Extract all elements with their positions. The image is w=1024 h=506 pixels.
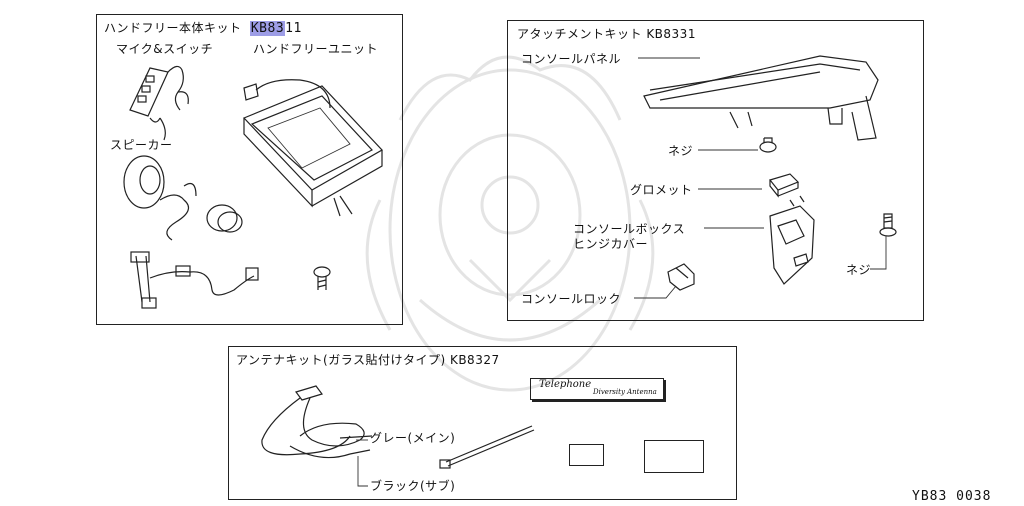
antenna-kit-title: アンテナキット(ガラス貼付けタイプ) KB8327 (236, 353, 500, 367)
attachment-leader-lines (634, 57, 887, 299)
label-screw-right: ネジ (846, 263, 872, 277)
mic-switch-drawing (129, 65, 189, 141)
antenna-film-small (569, 444, 604, 466)
handsfree-unit-drawing (242, 79, 383, 217)
handsfree-kit-title: ハンドフリー本体キット KB8311 (104, 21, 302, 36)
attachment-kit-panel (507, 20, 924, 321)
screw-small-drawing (313, 266, 331, 290)
antenna-kit-panel (228, 346, 737, 500)
label-hinge-cover-line2: ヒンジカバー (573, 237, 649, 251)
console-lock-drawing (667, 263, 695, 291)
grommet-small-drawing (206, 204, 243, 233)
console-panel-drawing (643, 55, 879, 141)
label-gray-main: グレー(メイン) (370, 431, 456, 445)
grommet-drawing (768, 173, 800, 198)
label-console-panel: コンソールパネル (521, 52, 622, 66)
label-grommet: グロメット (630, 183, 693, 197)
label-handsfree-unit: ハンドフリーユニット (253, 42, 379, 56)
handsfree-kit-code-rest: 11 (285, 21, 302, 36)
label-hinge-cover-line1: コンソールボックス (573, 222, 686, 236)
handsfree-kit-title-text: ハンドフリー本体キット (104, 21, 242, 35)
label-console-lock: コンソールロック (521, 292, 622, 306)
handsfree-kit-panel (96, 14, 403, 325)
wire-harness-drawing (130, 251, 259, 309)
handsfree-kit-code-highlight: KB83 (249, 21, 286, 36)
antenna-cable-drawing (261, 385, 373, 459)
cable-tie-drawing (439, 425, 535, 469)
figure-id: YB83 0038 (912, 489, 992, 504)
screw-drawing (759, 137, 777, 153)
decal-line2: Diversity Antenna (593, 388, 657, 396)
label-speaker: スピーカー (110, 138, 173, 152)
decal-line1: Telephone (539, 379, 592, 390)
speaker-drawing (123, 155, 197, 241)
screw-right-drawing (879, 213, 897, 237)
hinge-cover-drawing (769, 195, 815, 285)
telephone-antenna-decal: Telephone Diversity Antenna (530, 378, 664, 400)
antenna-film-large (644, 440, 704, 473)
antenna-leader-lines (356, 439, 368, 487)
label-screw: ネジ (668, 144, 694, 158)
attachment-kit-title: アタッチメントキット KB8331 (517, 27, 696, 41)
label-black-sub: ブラック(サブ) (370, 479, 456, 493)
label-mic-switch: マイク&スイッチ (116, 42, 214, 56)
